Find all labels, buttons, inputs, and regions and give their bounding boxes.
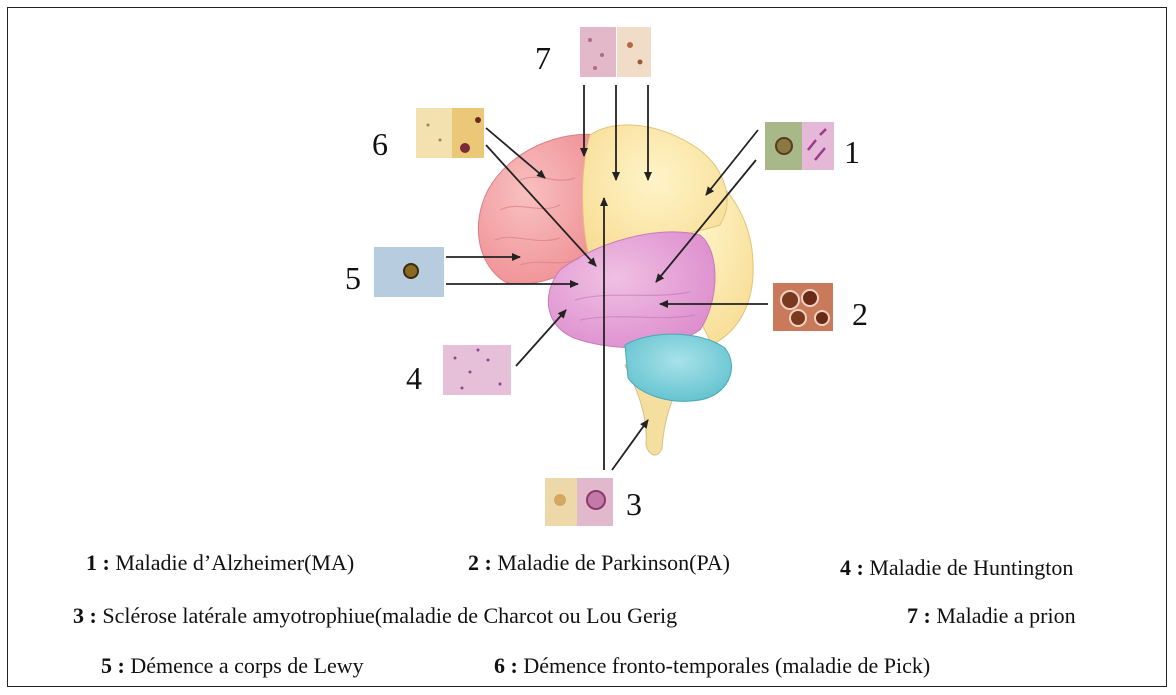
- marker-7: 7: [535, 42, 551, 74]
- histology-image-2: [773, 283, 833, 331]
- legend-item-7: 7 : Maladie a prion: [907, 605, 1076, 627]
- histology-image-3: [545, 478, 613, 526]
- marker-5: 5: [345, 262, 361, 294]
- histology-image-1: [765, 122, 834, 170]
- marker-3: 3: [626, 488, 642, 520]
- histology-image-4: [443, 345, 511, 395]
- marker-4: 4: [406, 362, 422, 394]
- histology-image-6: [416, 108, 484, 158]
- legend-item-4: 4 : Maladie de Huntington: [840, 557, 1073, 579]
- legend-item-1: 1 : Maladie d’Alzheimer(MA): [86, 552, 354, 574]
- legend-item-2: 2 : Maladie de Parkinson(PA): [468, 552, 730, 574]
- marker-2: 2: [852, 298, 868, 330]
- legend-item-5: 5 : Démence a corps de Lewy: [101, 655, 364, 677]
- marker-1: 1: [844, 136, 860, 168]
- histology-image-7: [580, 27, 651, 77]
- legend-item-6: 6 : Démence fronto-temporales (maladie d…: [494, 655, 930, 677]
- legend-item-3: 3 : Sclérose latérale amyotrophiue(malad…: [73, 605, 677, 627]
- marker-6: 6: [372, 128, 388, 160]
- histology-image-5: [374, 247, 444, 297]
